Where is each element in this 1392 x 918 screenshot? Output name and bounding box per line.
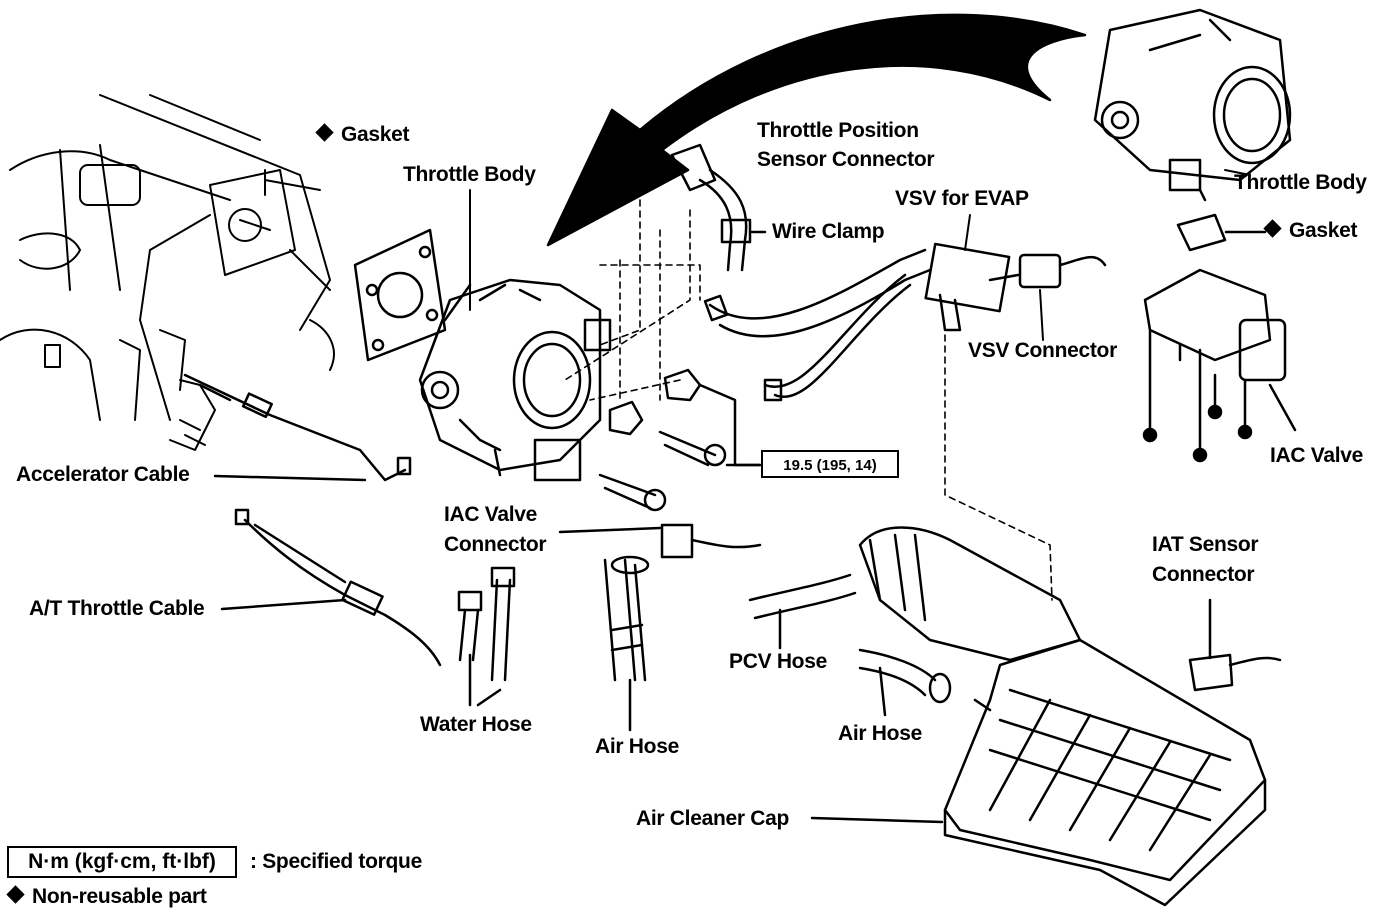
gasket-left-drawing <box>353 228 447 362</box>
iac-valve-label: IAC Valve <box>1270 444 1364 467</box>
air-hose-right-drawing <box>858 648 952 717</box>
iac-connector-drawing <box>558 523 762 559</box>
throttle-body-center-drawing <box>418 278 612 482</box>
water-hose-label: Water Hose <box>420 713 532 736</box>
air-hose-right-label: Air Hose <box>838 722 922 745</box>
at-throttle-cable-label: A/T Throttle Cable <box>29 597 205 620</box>
iac-valve-connector-label-line2: Connector <box>444 533 547 556</box>
throttle-body-right-label: Throttle Body <box>1234 171 1367 194</box>
vsv-drawing <box>703 242 1107 402</box>
accelerator-cable-drawing <box>183 373 412 482</box>
gasket-right-drawing <box>1176 213 1267 252</box>
non-reusable-diamond-icon <box>6 885 25 904</box>
iat-sensor-label-line1: IAT Sensor <box>1152 533 1259 556</box>
iat-sensor-drawing <box>1188 598 1282 692</box>
legend-torque-unit-box: N·m (kgf·cm, ft·lbf) <box>7 846 237 878</box>
iac-valve-connector-label-line1: IAC Valve <box>444 503 538 526</box>
air-hose-center-drawing <box>603 555 650 732</box>
bolts-drawing <box>598 368 762 512</box>
water-hose-drawing <box>457 566 516 707</box>
torque-spec-box: 19.5 (195, 14) <box>761 450 899 478</box>
vsv-connector-label: VSV Connector <box>968 339 1117 362</box>
pcv-hose-label: PCV Hose <box>729 650 827 673</box>
throttle-body-center-label: Throttle Body <box>403 163 536 186</box>
pcv-hose-drawing <box>748 573 857 650</box>
wire-clamp-label: Wire Clamp <box>772 220 885 243</box>
alignment-dashes <box>564 144 1053 601</box>
vsv-evap-label: VSV for EVAP <box>895 187 1029 210</box>
leader-lines <box>469 169 1251 341</box>
non-reusable-diamond-icon <box>1263 219 1282 238</box>
tps-connector-label-line1: Throttle Position <box>757 119 919 142</box>
intake-manifold-drawing <box>0 94 335 451</box>
legend-non-reusable: Non-reusable part <box>6 882 207 912</box>
legend-torque-description: : Specified torque <box>250 850 422 873</box>
iat-sensor-label-line2: Connector <box>1152 563 1255 586</box>
iac-valve-drawing <box>1142 268 1297 463</box>
throttle-body-right-drawing <box>1093 8 1292 202</box>
at-throttle-cable-drawing <box>220 508 442 667</box>
non-reusable-diamond-icon <box>315 123 334 142</box>
tps-connector-label-line2: Sensor Connector <box>757 148 935 171</box>
removal-direction-arrow-icon <box>546 13 1087 247</box>
gasket-right-label: Gasket <box>1263 216 1358 246</box>
air-hose-center-label: Air Hose <box>595 735 679 758</box>
accelerator-cable-label: Accelerator Cable <box>16 463 190 486</box>
air-cleaner-drawing <box>810 526 1267 907</box>
air-cleaner-cap-label: Air Cleaner Cap <box>636 807 790 830</box>
gasket-left-label: Gasket <box>315 120 410 150</box>
tps-connector-drawing <box>670 143 767 272</box>
